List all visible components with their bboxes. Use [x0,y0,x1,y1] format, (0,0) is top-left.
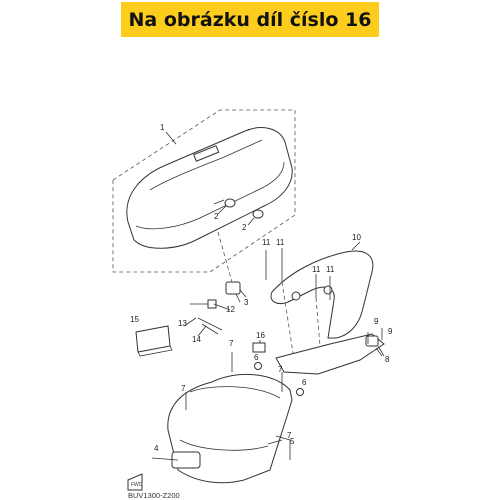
callout-13: 13 [178,319,187,328]
seat-logo-emblem [193,145,220,162]
callout-15: 15 [130,315,139,324]
callout-16: 16 [256,331,265,340]
banner-title: Na obrázku díl číslo 16 [128,8,372,31]
grab-bar-bolts [265,248,331,373]
under-seat-storage-box [167,373,293,484]
callout-6b: 6 [302,378,307,387]
callout-11c: 11 [312,265,321,274]
seat-hook [217,231,247,298]
tool-kit-parts [190,299,223,335]
caution-label [252,342,266,353]
forward-direction-arrow: FWD [127,473,143,491]
callout-12: 12 [226,305,235,314]
callout-11b: 11 [276,238,285,247]
rear-grab-bar [270,241,374,339]
owners-manual [135,325,173,357]
storage-box-pin [151,457,179,461]
bracket-screws [367,328,383,344]
seat [126,127,293,249]
part-number-banner: Na obrázku díl číslo 16 [121,2,379,37]
seat-damper-pads [217,198,264,226]
callout-9b: 9 [388,327,393,336]
callout-14: 14 [192,335,201,344]
callout-4: 4 [154,444,159,453]
callout-11d: 11 [326,265,335,274]
callout-9a: 9 [374,317,379,326]
callout-2a: 2 [214,212,219,221]
storage-box-screws [185,352,291,460]
seat-group-outline [112,109,296,273]
nuts [254,362,304,396]
callout-8: 8 [385,355,390,364]
callout-7d: 7 [287,431,292,440]
callout-10: 10 [352,233,361,242]
callout-7a: 7 [229,339,234,348]
callout-3: 3 [244,298,249,307]
callout-7b: 7 [181,384,186,393]
callout-1: 1 [160,123,165,132]
diagram-code: BUV1300-Z200 [128,491,180,500]
callout-7c: 7 [278,365,283,374]
fwd-label: FWD [131,482,143,488]
rear-bracket [275,333,385,375]
callout-5: 5 [290,437,295,446]
callout-11a: 11 [262,238,271,247]
callout-2b: 2 [242,223,247,232]
callout-6a: 6 [254,353,259,362]
